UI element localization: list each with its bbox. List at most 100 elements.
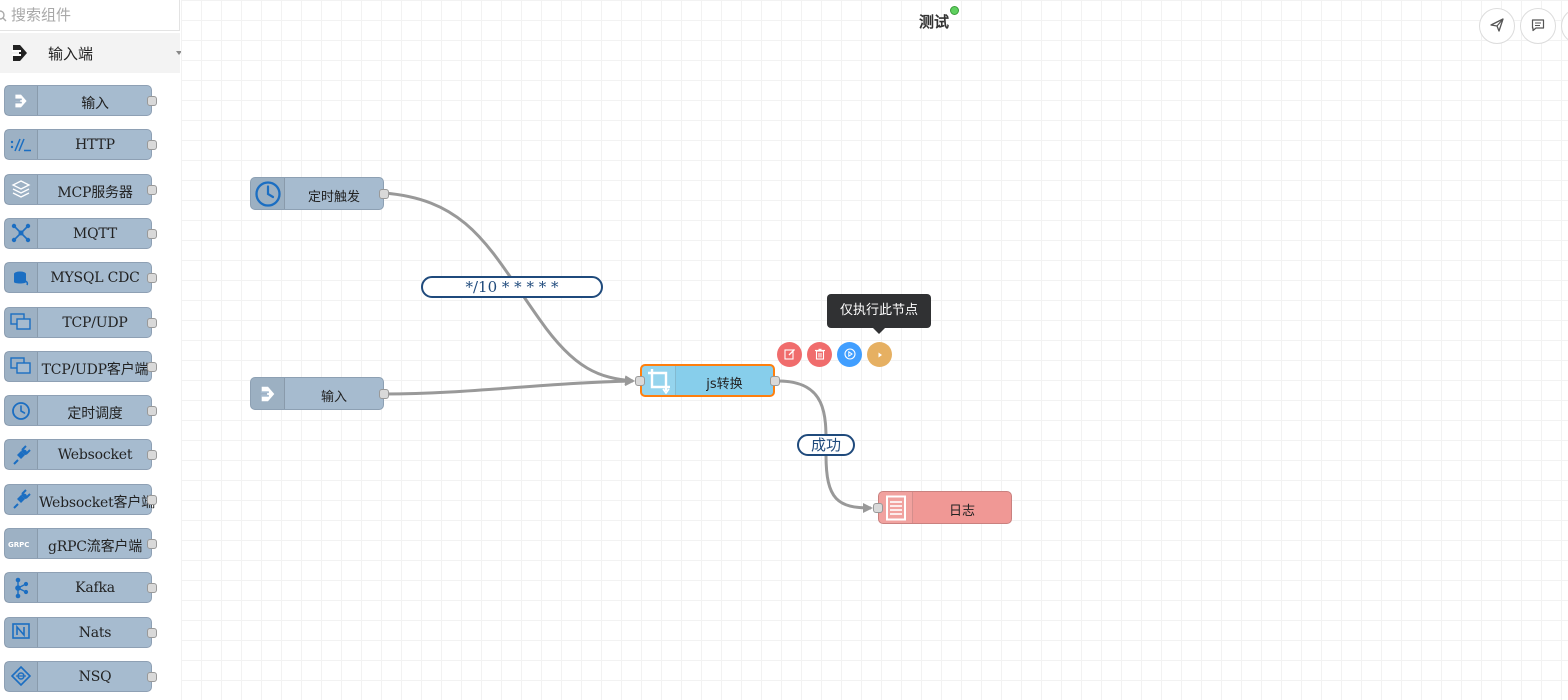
debug-node-button[interactable]	[837, 342, 862, 367]
palette-node[interactable]: HTTP	[4, 129, 157, 161]
crop-transform-icon	[642, 366, 676, 395]
output-port	[147, 450, 157, 461]
category-label: 输入端	[48, 45, 94, 63]
output-port	[147, 406, 157, 417]
palette-node[interactable]: TCP/UDP客户端	[4, 350, 157, 382]
document-icon	[879, 492, 913, 523]
nsq-icon	[5, 661, 38, 691]
run-node-only-button[interactable]	[867, 342, 892, 367]
search-icon	[0, 8, 9, 22]
tooltip-text: 仅执行此节点	[839, 303, 918, 318]
windows-icon	[5, 351, 38, 381]
output-port	[147, 583, 157, 594]
output-port	[147, 671, 157, 682]
palette-node-label: HTTP	[75, 137, 115, 154]
arrow-right-double-icon	[5, 86, 38, 115]
node-label: js转换	[706, 377, 743, 392]
network-hub-icon	[5, 218, 38, 248]
palette-node-label: gRPC流客户端	[47, 539, 143, 555]
palette-node[interactable]: MQTT	[4, 217, 157, 249]
debug-icon	[843, 345, 856, 364]
palette-node-label: MYSQL CDC	[50, 270, 140, 287]
flow-node-timer[interactable]: 定时触发	[250, 177, 389, 210]
palette-node[interactable]: Nats	[4, 616, 157, 648]
output-port	[147, 273, 157, 284]
palette-node-label: Nats	[78, 624, 112, 641]
kafka-icon	[5, 573, 38, 603]
palette-node[interactable]: MYSQL CDC	[4, 262, 157, 294]
grpc-icon: GRPC	[5, 529, 38, 558]
component-palette: 输入端 输入 HTTP MCP服务器 MQTT MYSQL CDC TCP/UDP TCP/…	[0, 0, 182, 700]
run-icon	[875, 345, 885, 364]
node-label: 日志	[948, 504, 975, 519]
palette-node-label: TCP/UDP	[62, 314, 128, 331]
node-label: 定时触发	[307, 190, 360, 205]
output-port[interactable]	[379, 389, 389, 399]
delete-icon	[814, 345, 826, 364]
nats-icon	[5, 617, 38, 647]
output-port	[147, 140, 157, 151]
palette-node-label: MCP服务器	[57, 184, 133, 201]
svg-text:GRPC: GRPC	[8, 541, 29, 549]
palette-node[interactable]: 输入	[4, 85, 157, 116]
comment-icon	[1531, 17, 1545, 36]
palette-node-label: Websocket客户端	[39, 494, 155, 511]
palette-node[interactable]: GRPC gRPC流客户端	[4, 528, 157, 559]
output-port	[147, 361, 157, 372]
http-slash-icon	[5, 130, 38, 160]
output-port	[147, 539, 157, 549]
input-port[interactable]	[873, 503, 883, 513]
palette-node-label: NSQ	[78, 668, 112, 685]
output-port	[147, 627, 157, 638]
delete-node-button[interactable]	[807, 342, 832, 367]
send-icon	[1490, 17, 1504, 36]
palette-node-label: TCP/UDP客户端	[41, 361, 149, 378]
edit-node-button[interactable]	[777, 342, 802, 367]
tooltip-arrow	[873, 328, 885, 334]
palette-node-label: 输入	[81, 96, 109, 112]
palette-node[interactable]: 定时调度	[4, 395, 157, 427]
category-header-input[interactable]: 输入端	[0, 33, 182, 73]
flow-status-indicator	[950, 6, 959, 15]
edit-icon	[783, 345, 796, 364]
send-button[interactable]	[1479, 8, 1515, 44]
clock-icon	[5, 396, 38, 426]
output-port[interactable]	[379, 189, 389, 199]
palette-node-label: MQTT	[73, 225, 117, 242]
database-icon	[5, 263, 38, 293]
windows-icon	[5, 307, 38, 337]
output-port	[147, 494, 157, 505]
palette-node[interactable]: TCP/UDP	[4, 306, 157, 338]
flow-node-input[interactable]: 输入	[250, 377, 389, 410]
output-port	[147, 96, 157, 106]
output-port	[147, 184, 157, 195]
wire-label-cron[interactable]: */10 * * * * *	[421, 276, 603, 298]
comment-button[interactable]	[1520, 8, 1556, 44]
plug-icon	[5, 484, 38, 514]
output-port[interactable]	[770, 376, 780, 386]
palette-node-label: Kafka	[75, 580, 115, 597]
palette-node-label: Websocket	[57, 447, 133, 464]
flow-node-log[interactable]: 日志	[873, 491, 1012, 524]
arrow-right-double-icon	[251, 378, 285, 409]
node-label: 输入	[320, 390, 347, 405]
palette-node[interactable]: MCP服务器	[4, 173, 157, 205]
palette-node[interactable]: Websocket客户端	[4, 483, 157, 515]
input-port[interactable]	[635, 376, 645, 386]
clock-icon	[251, 178, 285, 209]
output-port	[147, 317, 157, 328]
arrow-right-double-icon	[10, 41, 30, 65]
plug-icon	[5, 440, 38, 470]
search-box[interactable]	[0, 0, 180, 31]
chevron-down-icon	[176, 51, 182, 55]
wire-label-success[interactable]: 成功	[797, 434, 855, 456]
palette-node[interactable]: NSQ	[4, 660, 157, 692]
output-port	[147, 228, 157, 239]
layers-icon	[5, 174, 38, 204]
flow-title[interactable]: 测试	[919, 13, 950, 31]
search-input[interactable]	[11, 6, 161, 24]
flow-node-js-transform[interactable]: js转换	[635, 364, 780, 397]
palette-node[interactable]: Kafka	[4, 572, 157, 604]
palette-node[interactable]: Websocket	[4, 439, 157, 471]
tooltip: 仅执行此节点	[827, 294, 931, 334]
